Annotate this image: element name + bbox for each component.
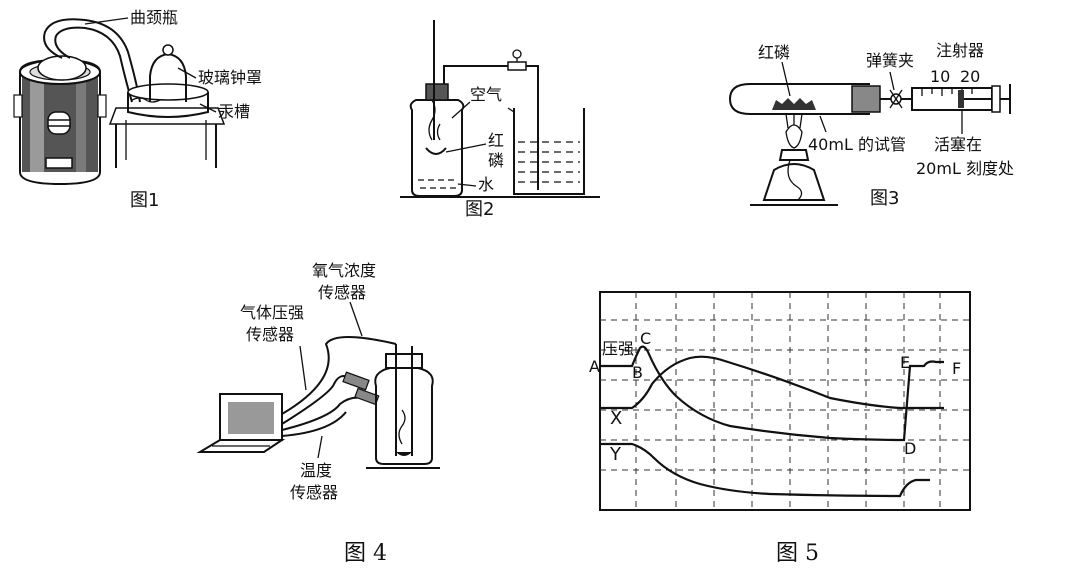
figure-4-caption: 图 4: [344, 541, 387, 566]
label-air: 空气: [470, 85, 502, 104]
reaction-bottle: [366, 344, 440, 469]
label-water: 水: [478, 175, 494, 194]
point-label-c: C: [640, 329, 651, 348]
label-syringe: 注射器: [936, 41, 984, 60]
mercury-trough-and-bell: [108, 44, 226, 168]
figure-4-sensor-setup: 氧气浓度 传感器 气体压强 传感器 温度 传感器 图 4: [196, 261, 440, 566]
label-red-phosphorus-1: 红: [488, 131, 504, 150]
label-retort-flask: 曲颈瓶: [130, 8, 178, 27]
label-oxygen-sensor-1: 氧气浓度: [312, 261, 376, 280]
label-temperature-sensor-2: 传感器: [290, 483, 338, 502]
figure-2-closed-jar-setup: 空气 红 磷 水 图2: [400, 20, 600, 220]
point-label-d: D: [904, 439, 916, 458]
gas-jar: [409, 20, 465, 197]
label-pressure-sensor-1: 气体压强: [240, 303, 304, 322]
label-40ml-test-tube: 40mL 的试管: [808, 135, 906, 154]
syringe: [911, 84, 1011, 114]
point-label-f: F: [952, 359, 961, 378]
label-temperature-sensor-1: 温度: [300, 461, 332, 480]
laptop: [196, 393, 286, 453]
sensor-cables: [281, 336, 397, 437]
label-mercury-trough: 汞槽: [218, 102, 250, 121]
sensor-probes: [342, 371, 380, 406]
figure-3-syringe-test-tube-setup: 红磷 弹簧夹 注射器 10 20 40mL 的试管 活塞在 20mL 刻度处 图…: [728, 41, 1014, 209]
spring-clip: [880, 89, 912, 109]
point-label-b: B: [632, 363, 643, 382]
figure-5-caption: 图 5: [776, 541, 819, 566]
label-red-phosphorus-2: 磷: [488, 151, 504, 170]
test-tube: [728, 83, 881, 132]
curve-x: [600, 355, 944, 410]
label-oxygen-sensor-2: 传感器: [318, 283, 366, 302]
label-glass-bell-jar: 玻璃钟罩: [198, 68, 262, 87]
label-scale-20: 20: [960, 67, 980, 86]
retort-flask: [37, 18, 141, 103]
figure-1-lavoisier-apparatus: 曲颈瓶 玻璃钟罩 汞槽 图1: [13, 8, 262, 211]
point-label-a: A: [589, 357, 600, 376]
connecting-tube-and-clip: [443, 49, 539, 190]
curve-label-y: Y: [609, 444, 622, 465]
curve-label-x: X: [610, 408, 622, 429]
label-piston-line-1: 活塞在: [934, 135, 982, 154]
label-red-phosphorus: 红磷: [758, 43, 790, 62]
curve-y: [600, 442, 930, 498]
figure-5-sensor-curves: A 压强 B C D E F X Y 图 5: [589, 291, 971, 566]
figure-2-caption: 图2: [465, 199, 494, 220]
label-piston-line-2: 20mL 刻度处: [916, 159, 1014, 178]
label-pressure: 压强: [602, 339, 634, 358]
alcohol-lamp: [750, 124, 838, 206]
label-scale-10: 10: [930, 67, 950, 86]
water-beaker: [507, 107, 585, 195]
plot-frame: [599, 291, 971, 511]
pressure-curve: [600, 345, 944, 442]
label-spring-clip: 弹簧夹: [866, 51, 914, 70]
figure-3-caption: 图3: [870, 188, 899, 209]
label-pressure-sensor-2: 传感器: [246, 325, 294, 344]
figure-1-caption: 图1: [130, 190, 159, 211]
point-label-e: E: [900, 353, 910, 372]
